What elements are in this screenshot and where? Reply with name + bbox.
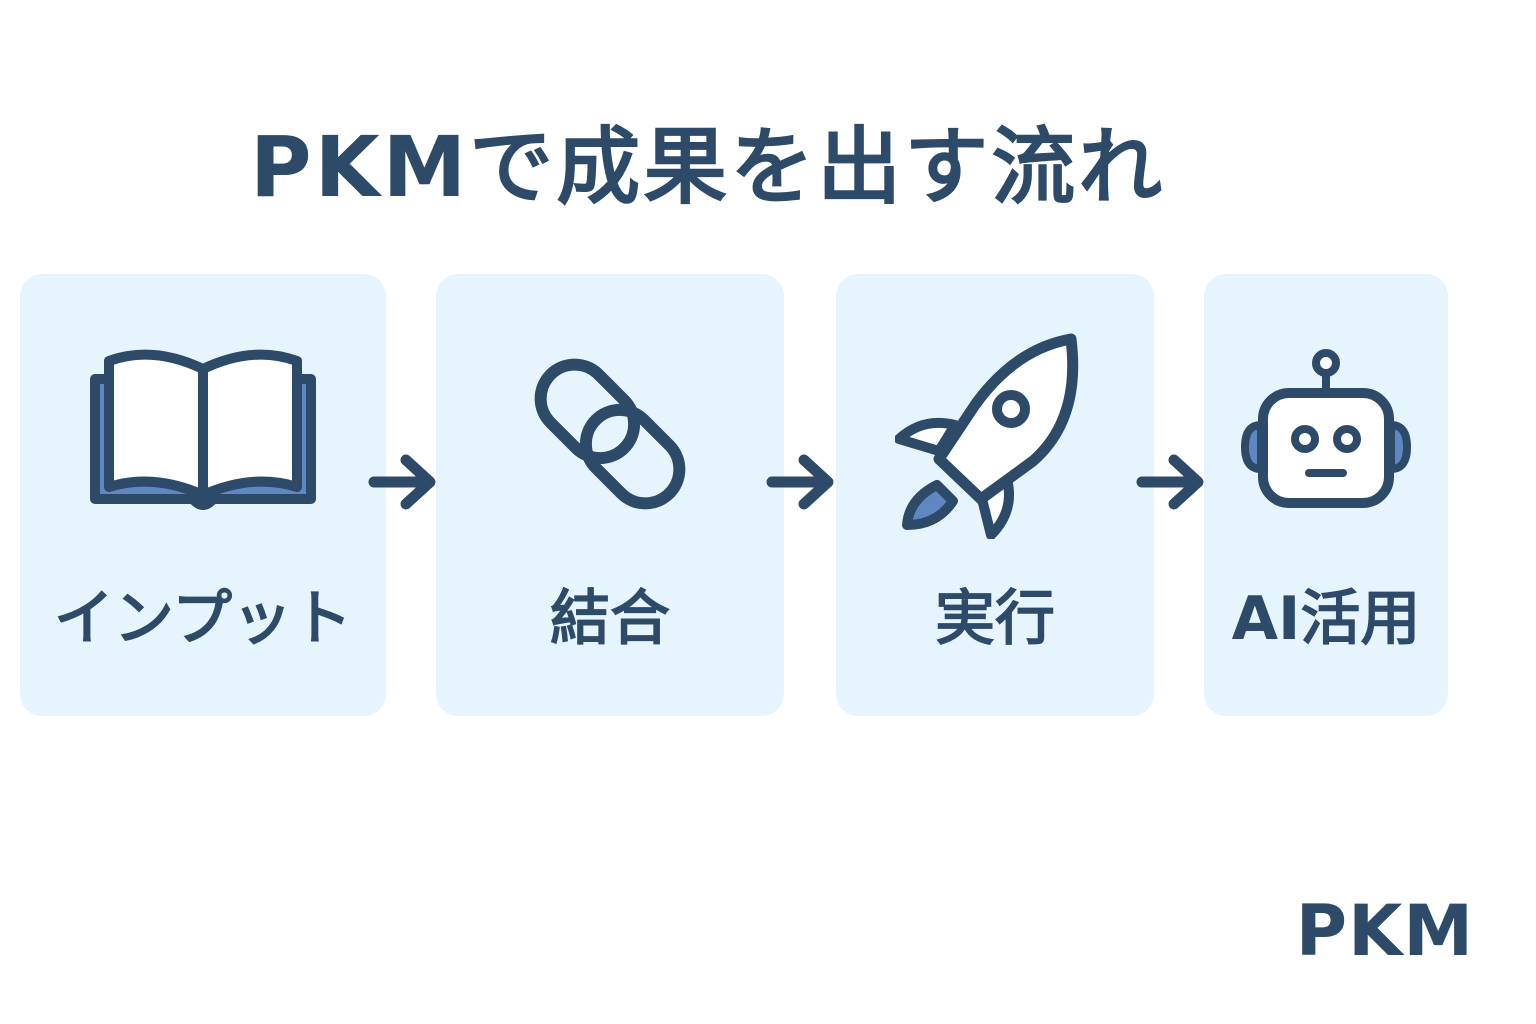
- arrow-right-icon: [368, 454, 436, 510]
- step-card-ai: AI活用: [1204, 274, 1448, 716]
- arrow-right-icon: [1136, 454, 1204, 510]
- step-card-execute: 実行: [836, 274, 1154, 716]
- page-title: PKMで成果を出す流れ: [250, 118, 1166, 216]
- step-label-input: インプット: [53, 584, 353, 654]
- robot-icon: [1204, 334, 1448, 534]
- step-label-execute: 実行: [935, 584, 1055, 654]
- book-icon: [20, 334, 386, 534]
- arrow-right-icon: [766, 454, 834, 510]
- footer-brand: PKM: [1295, 890, 1474, 972]
- step-card-combine: 結合: [436, 274, 784, 716]
- step-card-input: インプット: [20, 274, 386, 716]
- step-label-ai: AI活用: [1231, 584, 1421, 654]
- link-icon: [436, 334, 784, 534]
- rocket-icon: [836, 333, 1154, 539]
- step-label-combine: 結合: [550, 584, 670, 654]
